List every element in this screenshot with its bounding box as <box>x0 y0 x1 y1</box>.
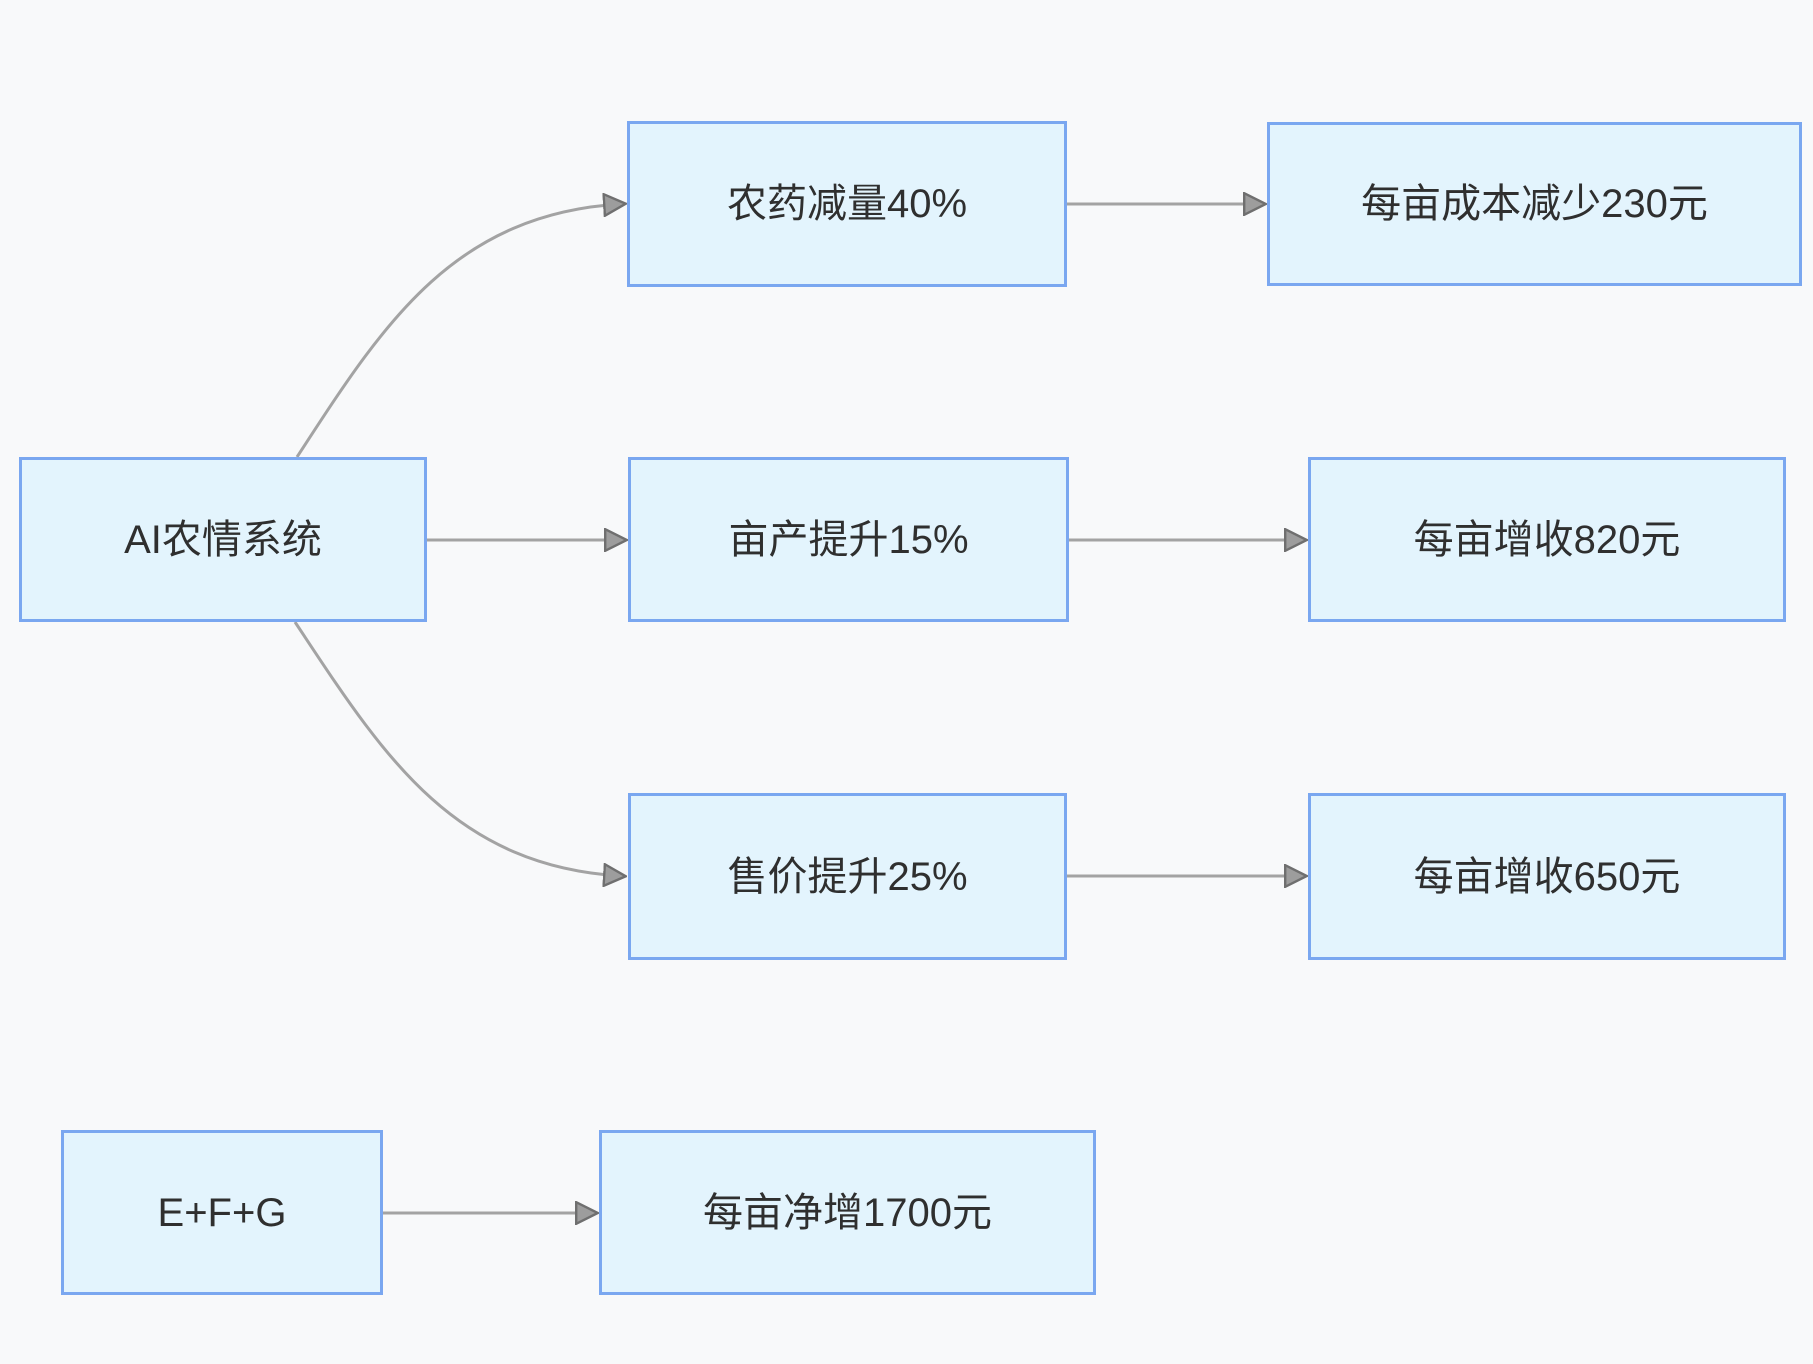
edge-a-f <box>293 621 621 876</box>
node-cost-saving: 每亩成本减少230元 <box>1267 122 1802 286</box>
node-income-820-label: 每亩增收820元 <box>1413 517 1681 562</box>
node-yield-increase: 亩产提升15% <box>628 457 1069 622</box>
node-income-820: 每亩增收820元 <box>1308 457 1786 622</box>
node-sum-efg-label: E+F+G <box>157 1190 287 1235</box>
node-cost-saving-label: 每亩成本减少230元 <box>1361 182 1708 226</box>
node-income-650-label: 每亩增收650元 <box>1413 854 1681 899</box>
node-yield-increase-label: 亩产提升15% <box>728 517 969 562</box>
node-ai-system: AI农情系统 <box>19 457 427 622</box>
node-price-increase-label: 售价提升25% <box>727 854 968 899</box>
node-sum-efg: E+F+G <box>61 1130 383 1295</box>
node-pesticide-reduction: 农药减量40% <box>627 121 1067 287</box>
node-ai-system-label: AI农情系统 <box>124 517 322 562</box>
node-net-increase: 每亩净增1700元 <box>599 1130 1096 1295</box>
node-net-increase-label: 每亩净增1700元 <box>703 1190 992 1235</box>
node-pesticide-reduction-label: 农药减量40% <box>726 182 968 226</box>
node-income-650: 每亩增收650元 <box>1308 793 1786 960</box>
node-price-increase: 售价提升25% <box>628 793 1067 960</box>
edge-a-b <box>295 204 621 458</box>
